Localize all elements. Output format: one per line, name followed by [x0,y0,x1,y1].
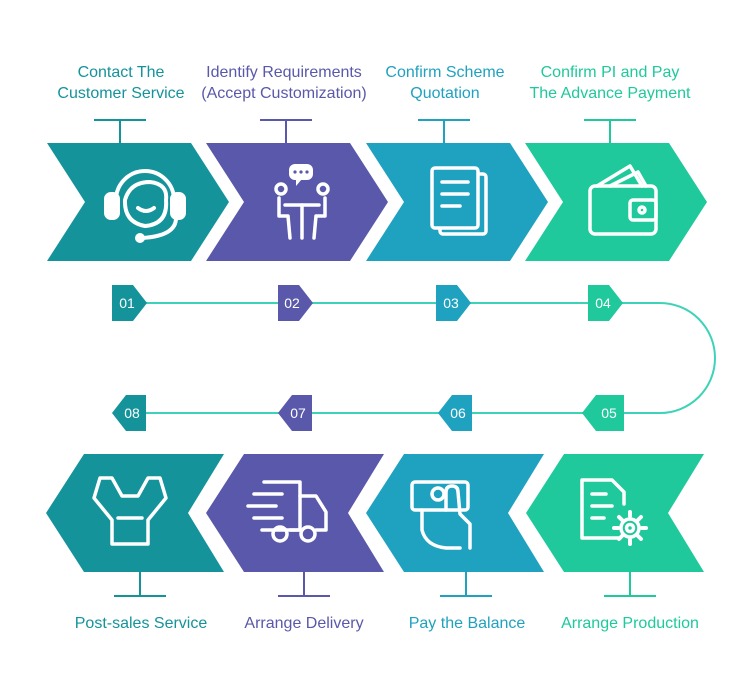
step-number-02: 02 [284,295,300,311]
step-marker-02: 02 [278,285,313,321]
hand-money-icon [410,480,472,550]
headset-agent-icon [104,169,186,243]
step-number-03: 03 [443,295,459,311]
step-label-01-line1: Contact The [77,64,165,81]
step-number-08: 08 [124,405,140,421]
step-label-02-line2: (Accept Customization) [201,85,367,102]
step-label-07-text: Arrange Delivery [244,615,364,632]
tick-marker-06 [440,572,492,597]
step-label-02: Identify Requirements (Accept Customizat… [184,62,384,104]
document-icon [430,166,488,236]
chevron-step-07 [206,454,384,572]
wrench-icon [92,476,168,546]
step-label-04-line2: The Advance Payment [529,85,691,102]
step-marker-06: 06 [438,395,472,431]
chevron-step-02 [206,143,388,261]
tick-marker-04 [584,119,636,143]
tick-marker-07 [278,572,330,597]
step-number-01: 01 [119,295,135,311]
step-label-04-line1: Confirm PI and Pay [540,64,680,81]
tick-marker-01 [94,119,146,143]
step-label-08-text: Post-sales Service [74,615,208,632]
chevron-step-05 [526,454,704,572]
curve-connector [612,302,716,414]
step-marker-04: 04 [588,285,623,321]
step-label-05-text: Arrange Production [561,615,699,632]
production-document-gear-icon [580,478,648,546]
step-label-03: Confirm Scheme Quotation [345,62,545,104]
step-number-06: 06 [450,405,466,421]
step-label-03-line1: Confirm Scheme [385,64,505,81]
wallet-icon [588,164,658,236]
step-label-08: Post-sales Service [41,613,241,634]
tick-marker-03 [418,119,470,143]
step-label-06-text: Pay the Balance [408,615,526,632]
meeting-table-icon [274,164,330,240]
tick-marker-02 [260,119,312,143]
step-label-03-line2: Quotation [410,85,480,102]
tick-marker-08 [114,572,166,597]
tick-marker-05 [604,572,656,597]
step-marker-01: 01 [112,285,147,321]
step-marker-03: 03 [436,285,471,321]
chevron-step-06 [366,454,544,572]
step-label-04: Confirm PI and Pay The Advance Payment [510,62,710,104]
step-label-06: Pay the Balance [367,613,567,634]
step-label-01-line2: Customer Service [57,85,185,102]
step-marker-05: 05 [582,395,624,431]
step-label-01: Contact The Customer Service [21,62,221,104]
chevron-step-01 [47,143,229,261]
connector-lines [125,302,716,414]
step-label-05: Arrange Production [530,613,730,634]
step-number-04: 04 [595,295,611,311]
chevron-step-08 [46,454,224,572]
step-label-07: Arrange Delivery [204,613,404,634]
step-marker-08: 08 [112,395,146,431]
step-label-02-line1: Identify Requirements [206,64,362,81]
chevron-step-04 [525,143,707,261]
step-number-07: 07 [290,405,306,421]
step-number-05: 05 [601,405,617,421]
step-marker-07: 07 [278,395,312,431]
delivery-truck-icon [246,480,328,543]
